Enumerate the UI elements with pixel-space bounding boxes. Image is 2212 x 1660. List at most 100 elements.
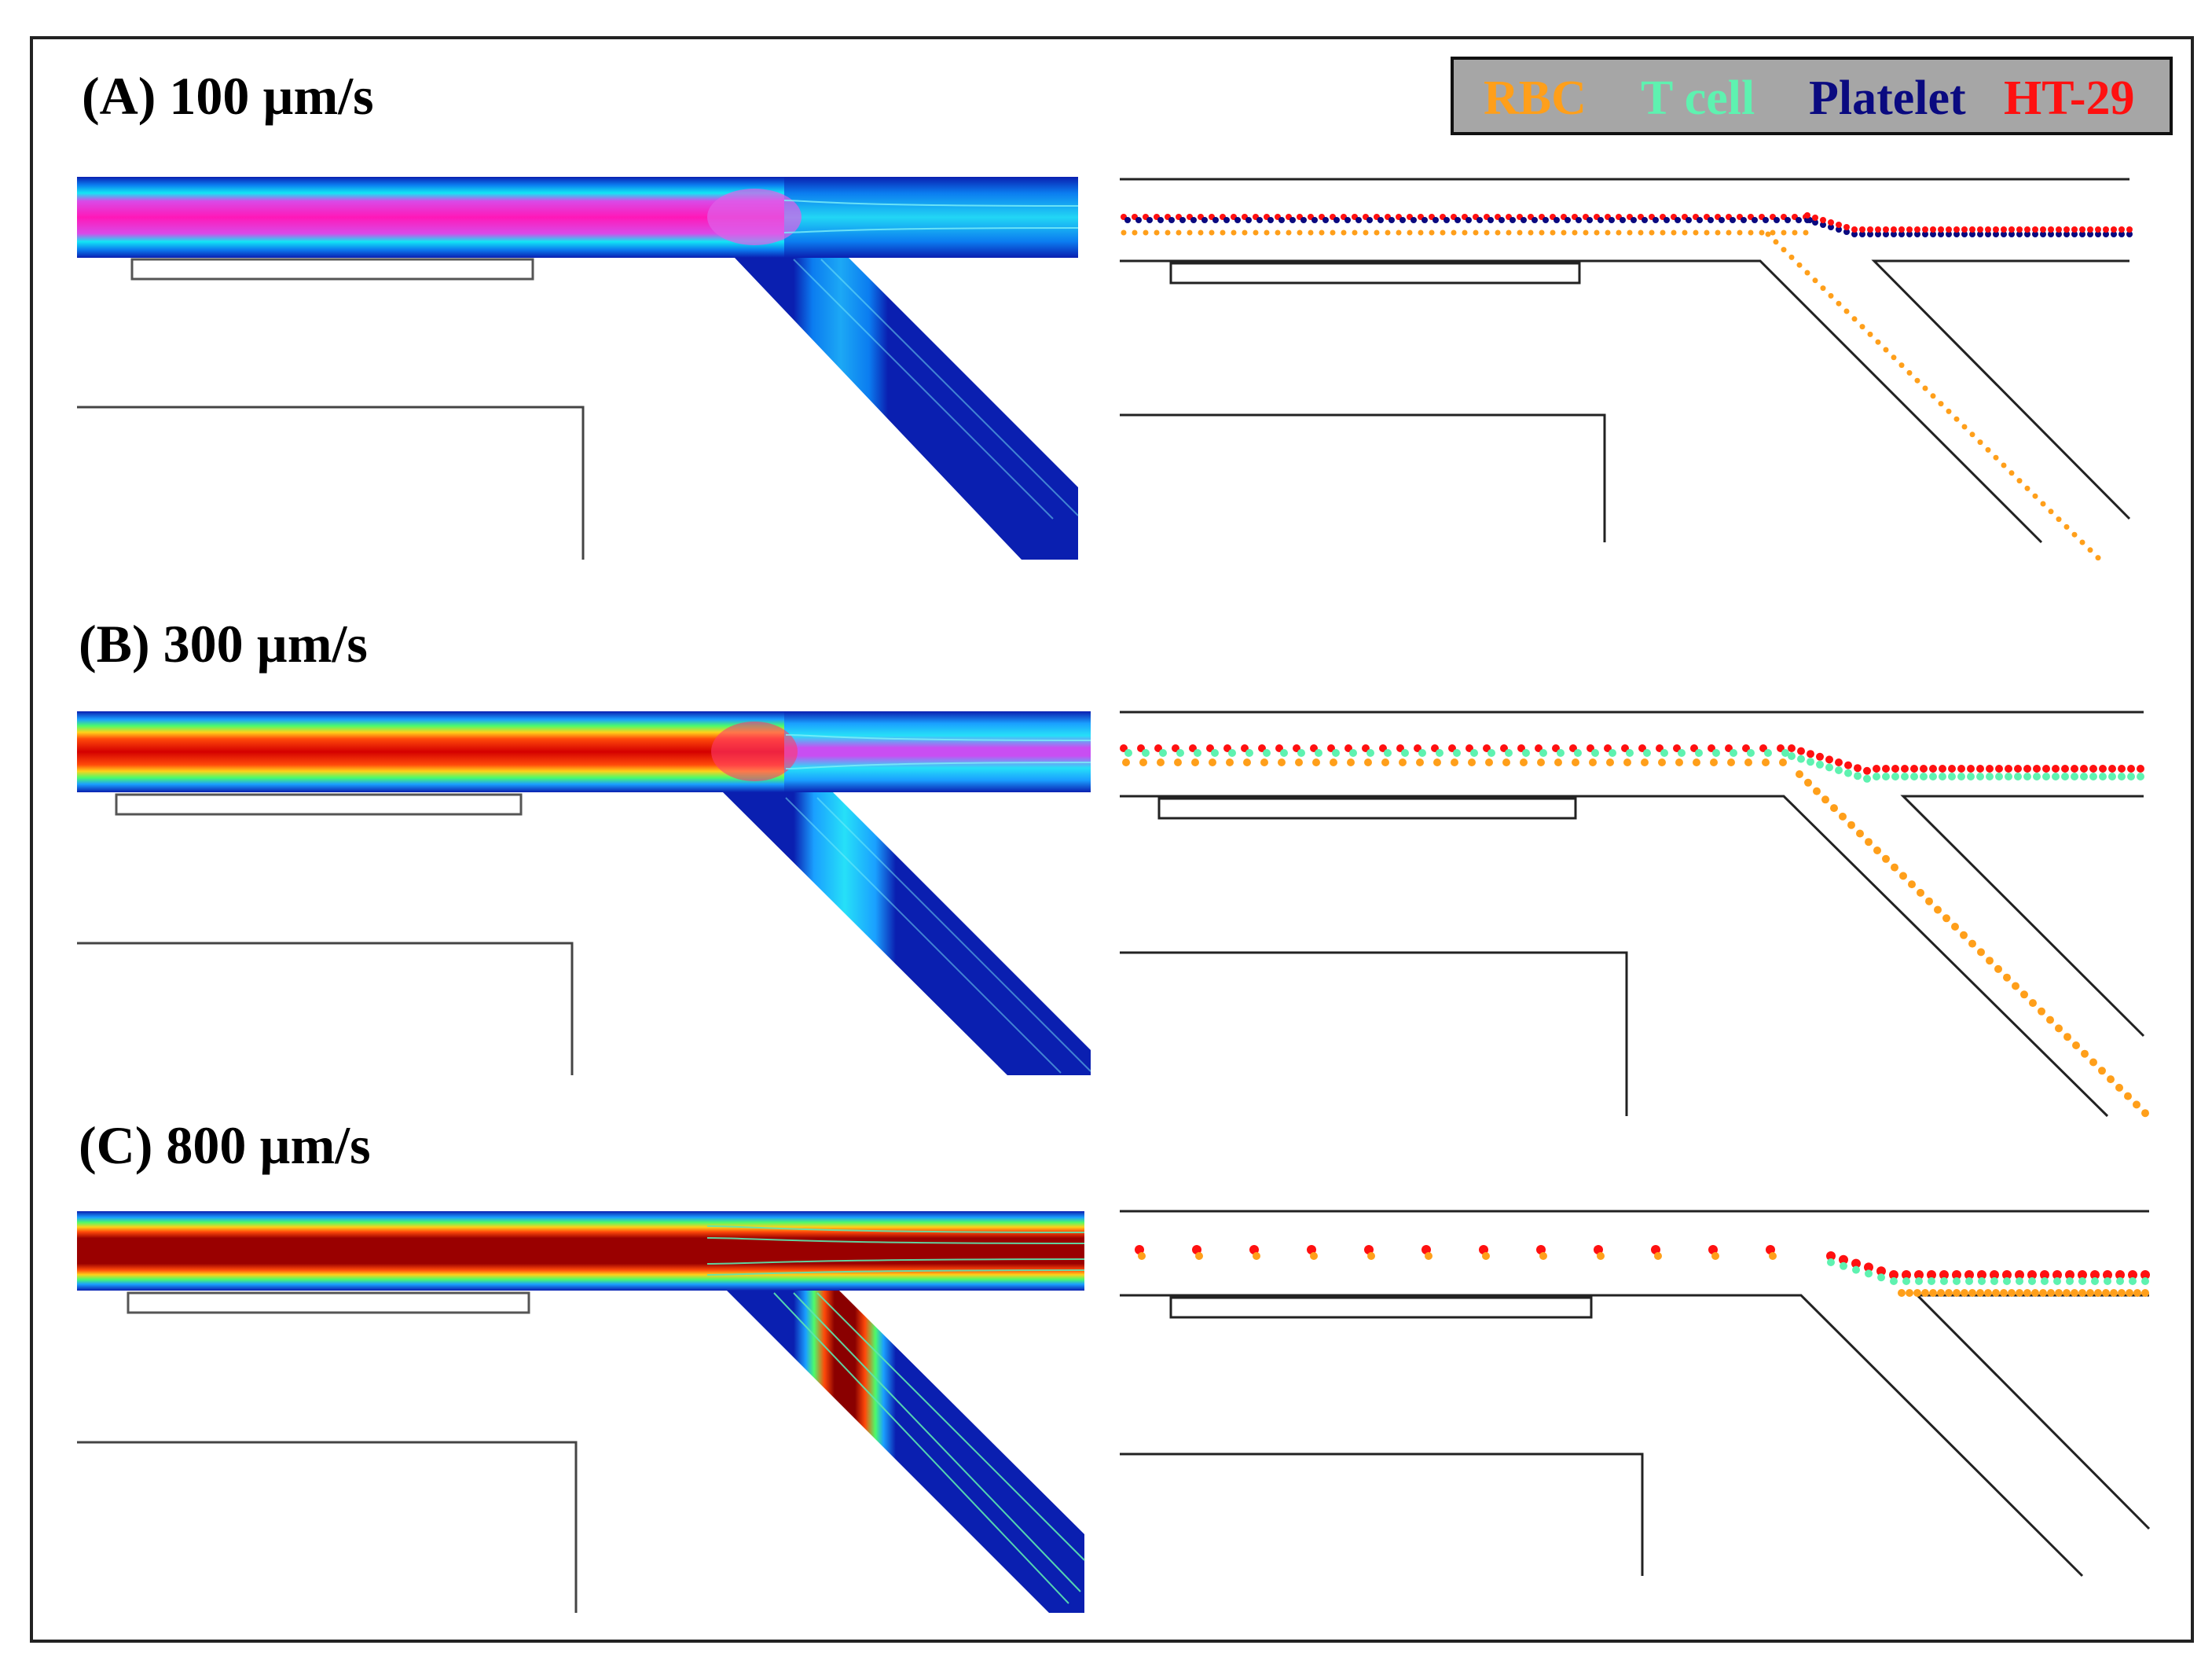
t-cell-dot <box>1910 773 1918 780</box>
panel-a-title: (A) 100 µm/s <box>82 66 374 126</box>
platelet-dot <box>1432 217 1439 223</box>
rbc-dot <box>1828 292 1834 299</box>
panel-b-title: (B) 300 µm/s <box>79 614 368 674</box>
ht29-dot <box>1927 1270 1936 1280</box>
ht29-dot <box>1825 755 1833 764</box>
platelet-dot <box>2008 231 2015 237</box>
ht29-dot <box>1967 765 1975 773</box>
t-cell-dot <box>1854 772 1862 780</box>
rbc-dot <box>1226 758 1234 766</box>
t-cell-dot <box>1816 760 1824 769</box>
rbc-dot <box>1407 230 1413 236</box>
platelet-dot <box>1752 217 1758 223</box>
rbc-dot <box>1781 230 1787 236</box>
ht29-dot <box>2052 765 2060 773</box>
ht29-dot <box>2015 1270 2024 1280</box>
platelet-dot <box>1532 217 1538 223</box>
platelet-dot <box>2056 231 2062 237</box>
t-cell-dot <box>2028 1277 2036 1285</box>
t-cell-dot <box>1660 749 1668 757</box>
rbc-dot <box>2031 1289 2039 1297</box>
ht29-dot <box>1859 226 1865 233</box>
t-cell-dot <box>2078 1277 2086 1285</box>
rbc-dot <box>1367 1252 1375 1260</box>
platelet-dot <box>1499 217 1505 223</box>
rbc-dot <box>1374 230 1380 236</box>
rbc-dot <box>1899 872 1907 880</box>
rbc-dot <box>1537 758 1545 766</box>
ht29-dot <box>2089 765 2097 773</box>
rbc-dot <box>2126 1289 2133 1297</box>
rbc-dot <box>2000 1289 2008 1297</box>
ht29-dot <box>1914 226 1920 233</box>
rbc-dot <box>1341 230 1347 236</box>
ht29-dot <box>1948 765 1956 773</box>
platelet-dot <box>1234 217 1241 223</box>
rbc-dot <box>2040 501 2046 507</box>
rbc-dot <box>1528 230 1534 236</box>
platelet-dot <box>1322 217 1329 223</box>
t-cell-dot <box>2080 773 2088 780</box>
t-cell-dot <box>2091 1277 2099 1285</box>
t-cell-dot <box>1967 773 1975 780</box>
t-cell-dot <box>1990 1277 1998 1285</box>
ht29-dot <box>1902 1270 1911 1280</box>
rbc-dot <box>2071 531 2078 538</box>
ht29-dot <box>2002 1270 2012 1280</box>
platelet-dot <box>1930 231 1936 237</box>
t-cell-dot <box>1470 749 1478 757</box>
rbc-dot <box>1710 758 1718 766</box>
rbc-dot <box>1917 888 1924 897</box>
rbc-dot <box>2008 1289 2016 1297</box>
rbc-dot <box>1925 897 1933 905</box>
platelet-dot <box>1763 217 1769 223</box>
rbc-dot <box>1883 347 1889 353</box>
rbc-dot <box>1804 778 1812 787</box>
t-cell-dot <box>1863 774 1871 783</box>
ht29-dot <box>1986 765 1994 773</box>
t-cell-dot <box>2014 773 2022 780</box>
ht29-dot <box>2061 765 2069 773</box>
ht29-dot <box>2032 226 2038 233</box>
panel-b-main-channel <box>77 711 784 792</box>
rbc-dot <box>1506 230 1512 236</box>
t-cell-dot <box>1865 1269 1873 1278</box>
t-cell-dot <box>1873 773 1880 780</box>
t-cell-dot <box>1228 749 1236 757</box>
t-cell-dot <box>1539 749 1547 757</box>
t-cell-dot <box>1976 773 1984 780</box>
rbc-dot <box>1399 758 1407 766</box>
rbc-dot <box>2107 1075 2115 1084</box>
legend-item-t-cell: T cell <box>1641 72 1755 125</box>
rbc-dot <box>1704 230 1710 236</box>
ht29-dot <box>1929 765 1937 773</box>
t-cell-dot <box>1678 749 1686 757</box>
platelet-dot <box>1969 231 1975 237</box>
rbc-dot <box>1820 285 1826 292</box>
rbc-dot <box>1865 838 1873 847</box>
ht29-dot <box>2087 226 2093 233</box>
platelet-dot <box>1961 231 1968 237</box>
rbc-dot <box>1788 254 1795 260</box>
t-cell-dot <box>1957 773 1965 780</box>
rbc-dot <box>1796 262 1803 268</box>
rbc-dot <box>1275 230 1281 236</box>
rbc-dot <box>1812 277 1818 284</box>
rbc-dot <box>1143 230 1149 236</box>
platelet-dot <box>1157 217 1164 223</box>
rbc-dot <box>2081 1049 2089 1058</box>
ht29-dot <box>2099 765 2107 773</box>
platelet-dot <box>1223 217 1230 223</box>
t-cell-dot <box>1211 749 1219 757</box>
platelet-dot <box>2071 231 2078 237</box>
rbc-dot <box>1737 230 1743 236</box>
rbc-dot <box>1769 1252 1777 1260</box>
t-cell-dot <box>2066 1277 2074 1285</box>
rbc-dot <box>1930 393 1936 399</box>
panel-c-branch-channel <box>727 1291 1084 1613</box>
ht29-dot <box>2140 1270 2150 1280</box>
t-cell-dot <box>1453 749 1461 757</box>
panel-b-velocity-field <box>77 711 1091 1075</box>
rbc-dot <box>1803 230 1809 236</box>
ht29-dot <box>1891 226 1897 233</box>
